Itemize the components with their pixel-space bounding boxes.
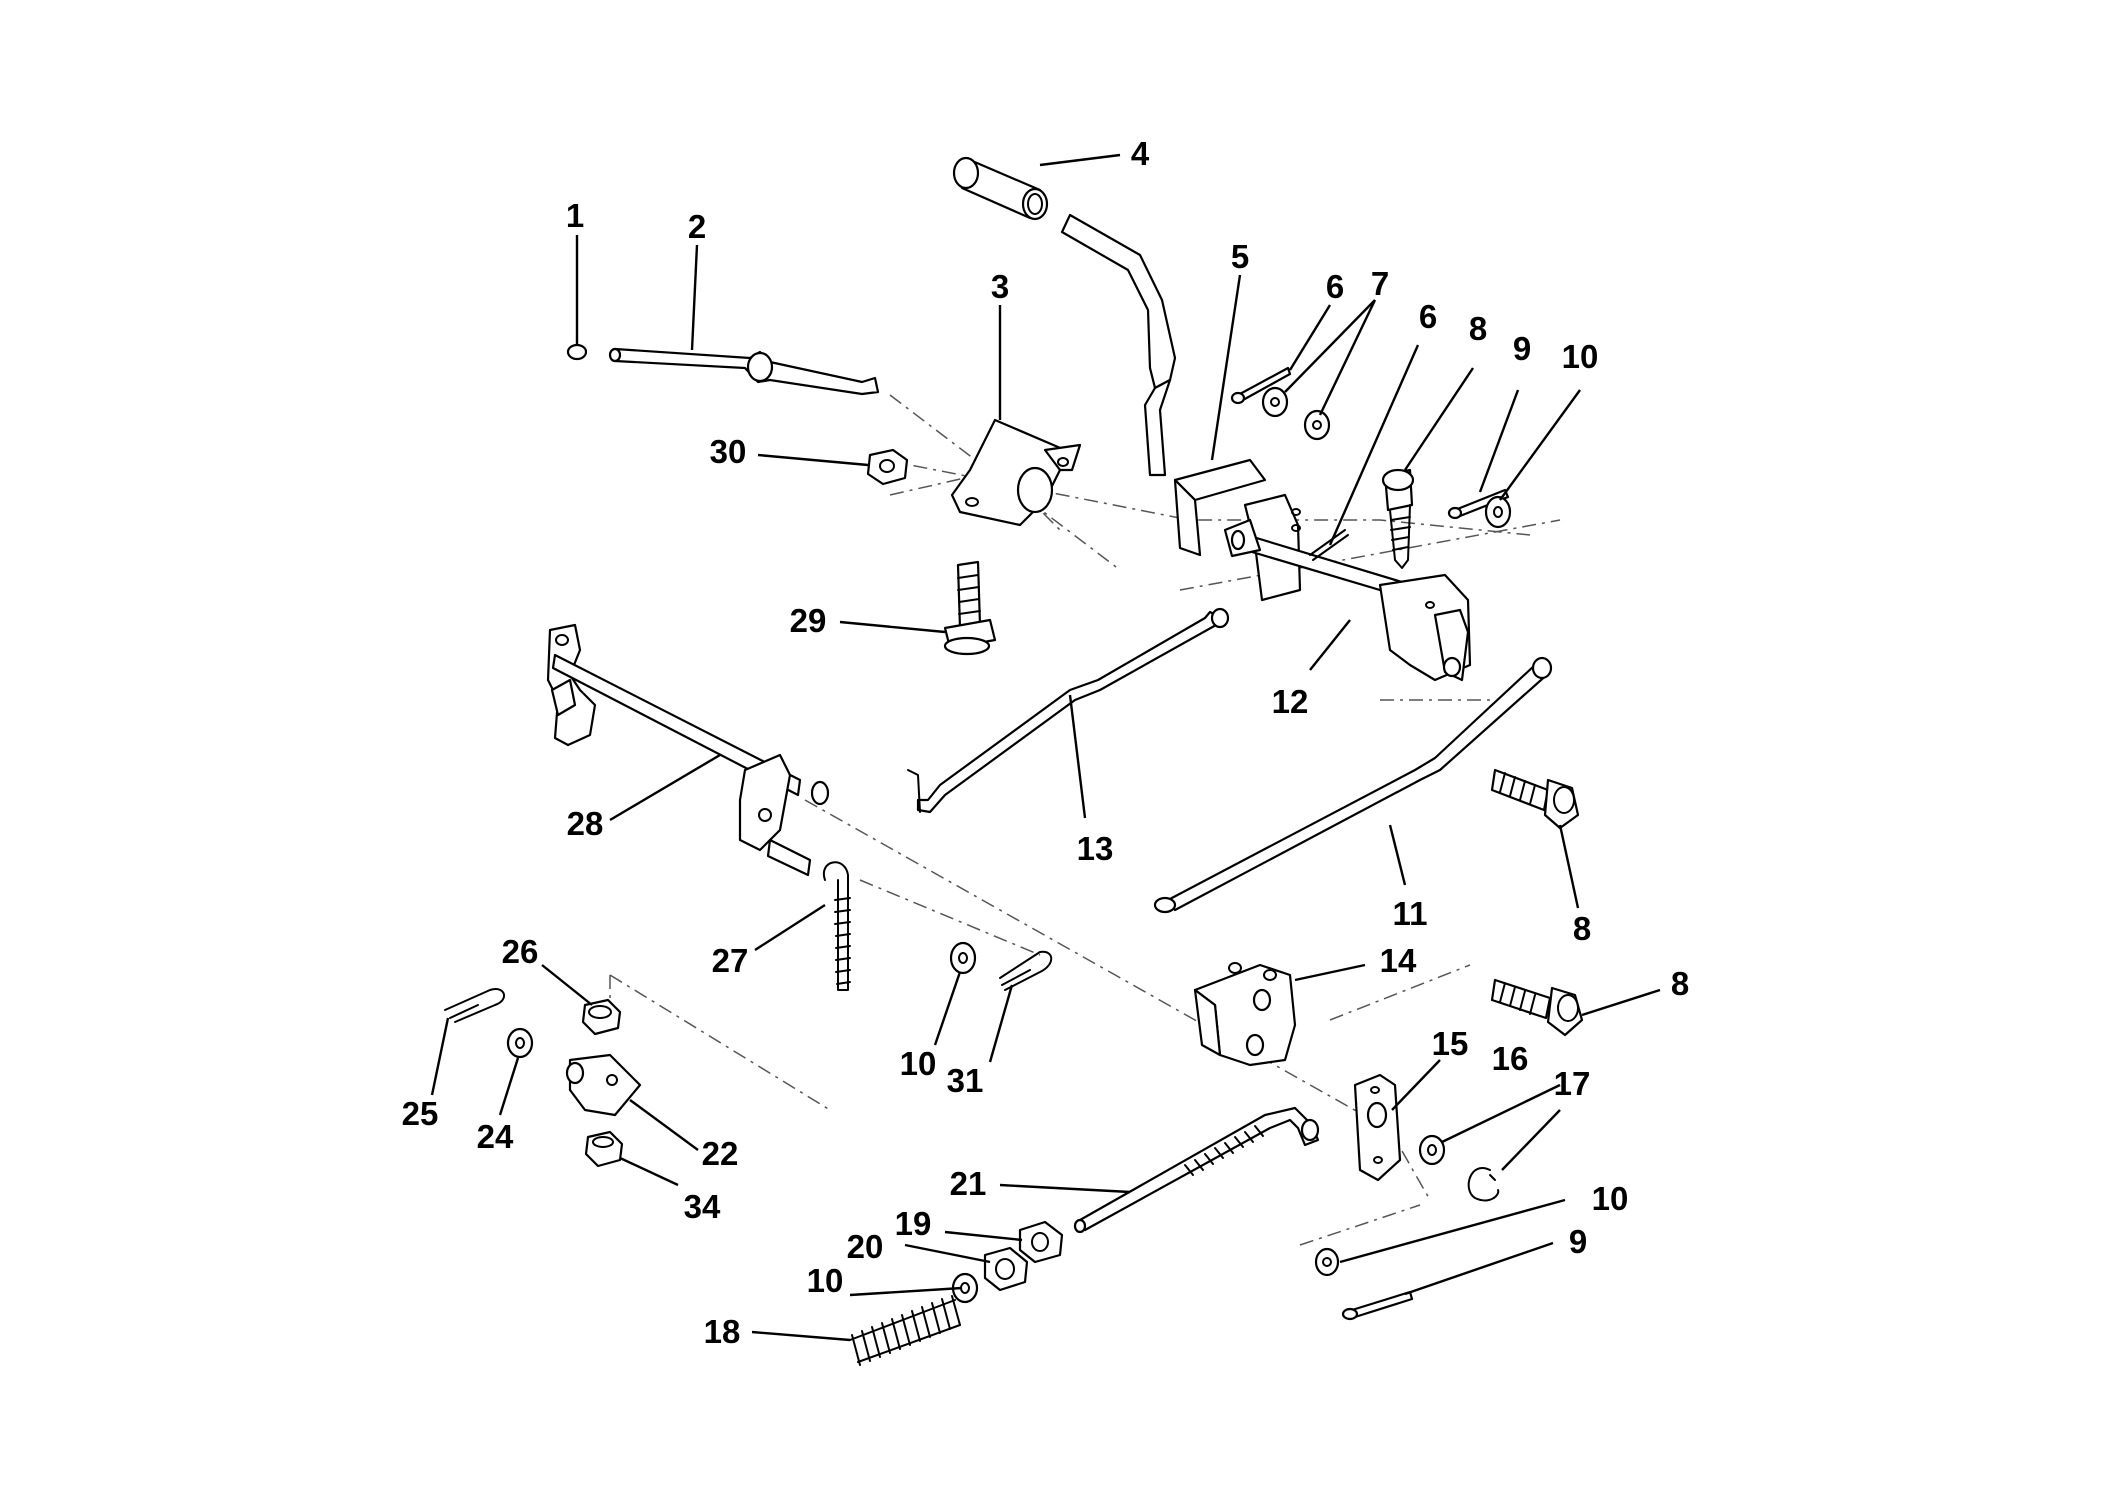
part-6-cotter-pin-2 (1309, 529, 1349, 561)
part-3-bracket (950, 418, 1082, 527)
callout-18: 18 (704, 1313, 741, 1350)
part-2-rod (608, 347, 880, 396)
callout-29: 29 (790, 602, 827, 639)
part-24-washer (506, 1027, 534, 1059)
callout-16: 16 (1492, 1040, 1529, 1077)
callout-27: 27 (712, 942, 749, 979)
part-17-e-clip (1467, 1167, 1500, 1202)
part-28-shaft (546, 623, 830, 877)
part-19-nut (1018, 1220, 1064, 1264)
callout-5: 5 (1231, 238, 1249, 275)
callout-8c: 8 (1671, 965, 1689, 1002)
callout-28: 28 (567, 805, 604, 842)
part-5-lift-handle (1060, 213, 1177, 477)
callout-6a: 6 (1326, 268, 1344, 305)
part-13-rod (907, 607, 1230, 814)
callout-4: 4 (1131, 135, 1150, 172)
part-7-washers (1261, 386, 1331, 441)
callout-8b: 8 (1573, 910, 1591, 947)
part-10-washer-bottom-right (1314, 1247, 1340, 1277)
part-18-spring (849, 1295, 961, 1366)
callout-labels: 1 2 3 4 5 6 7 6 8 9 10 30 29 12 13 28 11… (402, 135, 1690, 1350)
callout-10a: 10 (1562, 338, 1599, 375)
callout-6b: 6 (1419, 298, 1437, 335)
part-11-rod (1153, 656, 1553, 914)
part-30-nut (866, 448, 909, 486)
part-8-bolt-top (1381, 468, 1415, 569)
part-29-bolt (943, 560, 997, 656)
callout-3: 3 (991, 268, 1009, 305)
part-6-cotter-pin (1230, 366, 1292, 405)
leader-lines (430, 153, 1661, 1342)
part-14-bracket (1193, 962, 1297, 1067)
callout-30: 30 (710, 433, 747, 470)
callout-12: 12 (1272, 683, 1309, 720)
callout-34: 34 (684, 1188, 721, 1225)
part-9-cotter-pin-bottom-right (1341, 1290, 1414, 1321)
callout-7: 7 (1371, 265, 1389, 302)
callout-20: 20 (847, 1228, 884, 1265)
part-12-shaft-assembly (1173, 458, 1472, 682)
part-25-hairpin-clip (444, 988, 505, 1023)
callout-19: 19 (895, 1205, 932, 1242)
callout-15: 15 (1432, 1025, 1469, 1062)
part-1-pin (566, 343, 588, 361)
callout-13: 13 (1077, 830, 1114, 867)
callout-24: 24 (477, 1118, 514, 1155)
part-26-nut (581, 998, 622, 1036)
part-8-bolt-mid (1490, 768, 1580, 830)
callout-1: 1 (566, 197, 584, 234)
part-10-washer-top (1484, 495, 1512, 529)
part-10-washer-mid (949, 941, 977, 975)
part-16-washer (1418, 1134, 1446, 1166)
callout-8a: 8 (1469, 310, 1487, 347)
callout-22: 22 (702, 1135, 739, 1172)
callout-21: 21 (950, 1165, 987, 1202)
callout-26: 26 (502, 933, 539, 970)
part-27-j-bolt (822, 861, 851, 991)
part-31-hairpin-clip (999, 950, 1053, 991)
part-4-grip (952, 156, 1049, 221)
callout-9a: 9 (1513, 330, 1531, 367)
callout-31: 31 (947, 1062, 984, 1099)
callout-10d: 10 (807, 1262, 844, 1299)
callout-2: 2 (688, 208, 706, 245)
part-21-adjust-rod (1073, 1106, 1320, 1234)
callout-11: 11 (1393, 895, 1428, 932)
part-20-nut (983, 1246, 1029, 1292)
part-22-ferrule (565, 1053, 642, 1117)
part-34-nut (584, 1130, 624, 1168)
callout-9b: 9 (1569, 1223, 1587, 1260)
part-8-bolt-low (1490, 978, 1584, 1037)
callout-17: 17 (1554, 1065, 1591, 1102)
callout-10c: 10 (1592, 1180, 1629, 1217)
callout-14: 14 (1380, 942, 1417, 979)
callout-10b: 10 (900, 1045, 937, 1082)
callout-25: 25 (402, 1095, 439, 1132)
part-15-plate (1353, 1073, 1402, 1182)
